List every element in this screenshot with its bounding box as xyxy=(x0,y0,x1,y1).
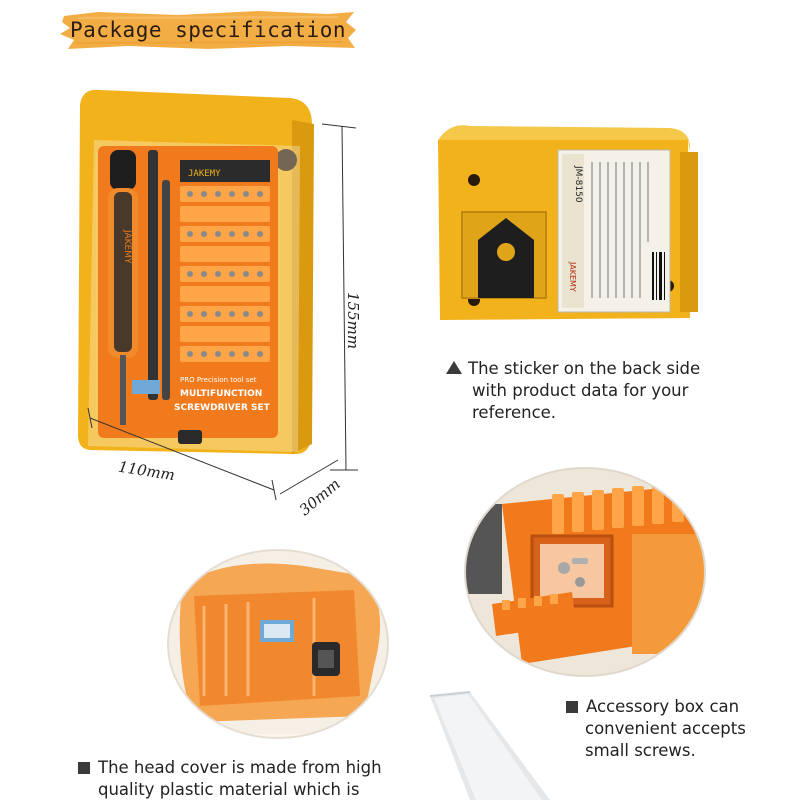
sticker-caption-line-3: reference. xyxy=(472,403,557,422)
sticker-back-image: JM-8150 JAKEMY xyxy=(438,125,698,320)
accessory-caption: Accessory box can convenient accepts sma… xyxy=(566,696,746,762)
dimension-lines xyxy=(87,123,358,501)
head-cover-image xyxy=(167,549,389,739)
cover-caption-line-2: quality plastic material which is xyxy=(98,780,360,799)
accessory-caption-line-3: small screws. xyxy=(585,741,696,760)
title-banner: Package specification xyxy=(58,8,358,52)
brand-text: JAKEMY xyxy=(122,229,132,264)
clear-plastic-corner-image xyxy=(430,691,550,800)
bit-rows: JAKEMY xyxy=(180,160,270,362)
accessory-caption-line-2: convenient accepts xyxy=(585,719,746,738)
cover-caption-line-1: The head cover is made from high xyxy=(98,758,382,777)
sticker-brand: JAKEMY xyxy=(568,261,577,292)
sticker-model: JM-8150 xyxy=(573,165,583,203)
triangle-bullet-icon xyxy=(446,361,462,374)
square-bullet-icon xyxy=(78,762,90,774)
head-cover-caption: The head cover is made from high quality… xyxy=(78,757,382,801)
case-line2: SCREWDRIVER SET xyxy=(174,403,271,413)
accessory-caption-line-1: Accessory box can xyxy=(586,697,740,716)
banner-brush-shape xyxy=(60,11,356,49)
sticker-caption-line-1: The sticker on the back side xyxy=(468,359,701,378)
screwdriver-handle: JAKEMY xyxy=(108,150,138,425)
sticker-caption-line-2: with product data for your xyxy=(472,381,689,400)
height-dimension-label: 155mm xyxy=(344,292,362,350)
sticker-caption: The sticker on the back side with produc… xyxy=(446,358,700,424)
page-title: Package specification xyxy=(69,18,346,42)
square-bullet-icon xyxy=(566,701,578,713)
brand-label: JAKEMY xyxy=(188,169,221,179)
toolbox-front-image: JAKEMY JAKEMY PRO Precision tool set MUL xyxy=(78,89,314,455)
accessory-box-image xyxy=(464,467,706,677)
case-line1: MULTIFUNCTION xyxy=(180,389,262,399)
product-sticker: JM-8150 JAKEMY xyxy=(557,149,671,313)
pro-text: PRO Precision tool set xyxy=(180,376,257,384)
